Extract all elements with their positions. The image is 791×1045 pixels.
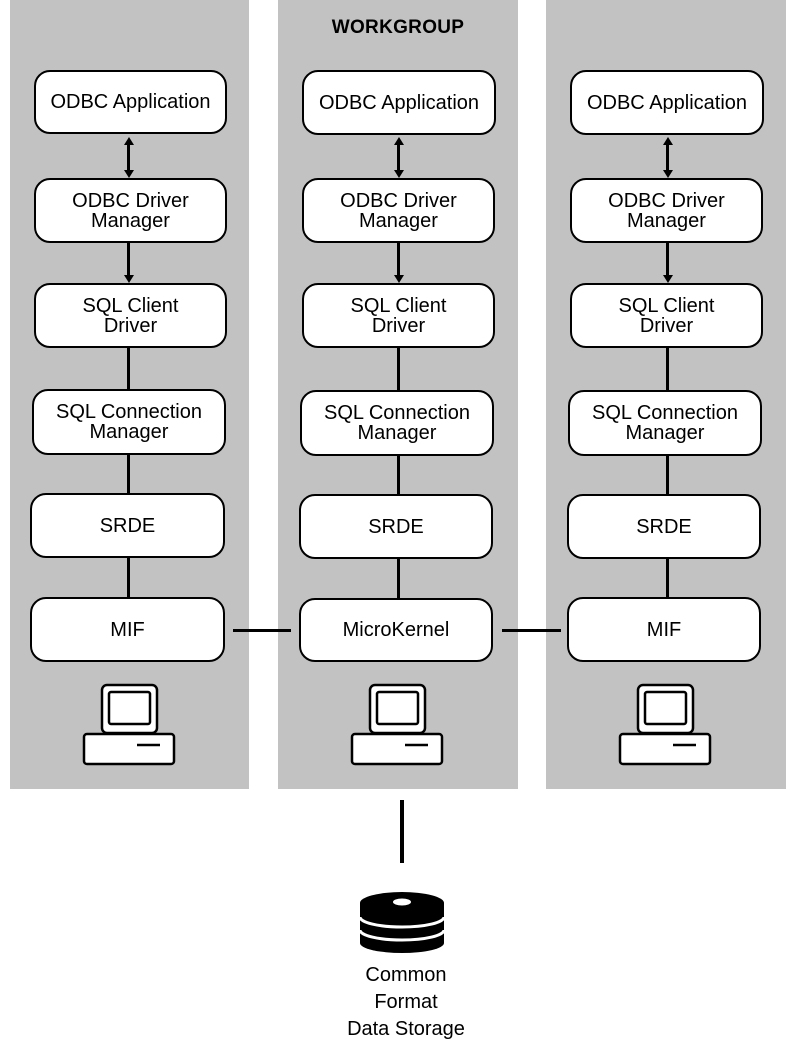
sql-connection-manager-box: SQL Connection Manager	[568, 390, 762, 456]
computer-icon	[350, 683, 444, 766]
sql-connection-manager-label: SQL Connection Manager	[591, 402, 738, 444]
storage-connector-line	[400, 800, 404, 863]
odbc-application-box: ODBC Application	[34, 70, 227, 134]
connector-line	[666, 243, 669, 275]
arrow-up-icon	[394, 137, 404, 145]
odbc-driver-manager-box: ODBC Driver Manager	[570, 178, 763, 243]
connector-line	[127, 348, 130, 389]
arrow-up-icon	[663, 137, 673, 145]
odbc-application-label: ODBC Application	[50, 91, 211, 113]
mif-box: MIF	[567, 597, 761, 662]
connector-line	[397, 456, 400, 494]
workstation-column-right: ODBC Application ODBC Driver Manager SQL…	[546, 0, 786, 789]
arrow-up-icon	[124, 137, 134, 145]
sql-client-driver-box: SQL Client Driver	[302, 283, 495, 348]
sql-client-driver-label: SQL Client Driver	[350, 294, 447, 337]
odbc-driver-manager-label: ODBC Driver Manager	[608, 189, 725, 232]
connection-left-to-microkernel	[233, 629, 291, 632]
connector-line	[666, 559, 669, 597]
connector-line	[397, 140, 400, 173]
connector-line	[127, 558, 130, 597]
connector-line	[397, 348, 400, 390]
arrow-down-icon	[124, 275, 134, 283]
workstation-column-center: WORKGROUP ODBC Application ODBC Driver M…	[278, 0, 518, 789]
srde-label: SRDE	[368, 515, 424, 538]
microkernel-label: MicroKernel	[342, 619, 450, 641]
sql-client-driver-box: SQL Client Driver	[570, 283, 763, 348]
database-disk-icon	[358, 892, 446, 953]
odbc-driver-manager-label: ODBC Driver Manager	[340, 189, 457, 232]
sql-client-driver-label: SQL Client Driver	[618, 294, 715, 337]
mif-label: MIF	[110, 618, 145, 641]
computer-icon	[618, 683, 712, 766]
srde-label: SRDE	[99, 514, 156, 537]
odbc-driver-manager-label: ODBC Driver Manager	[72, 189, 189, 232]
sql-connection-manager-box: SQL Connection Manager	[300, 390, 494, 456]
connector-line	[127, 140, 130, 173]
arrow-down-icon	[663, 275, 673, 283]
mif-label: MIF	[646, 618, 682, 641]
connection-microkernel-to-right	[502, 629, 561, 632]
mif-box: MIF	[30, 597, 225, 662]
connector-line	[397, 559, 400, 598]
arrow-down-icon	[663, 170, 673, 178]
srde-box: SRDE	[567, 494, 761, 559]
odbc-driver-manager-box: ODBC Driver Manager	[34, 178, 227, 243]
connector-line	[666, 140, 669, 173]
odbc-driver-manager-box: ODBC Driver Manager	[302, 178, 495, 243]
odbc-application-label: ODBC Application	[318, 91, 480, 114]
connector-line	[397, 243, 400, 275]
odbc-application-box: ODBC Application	[302, 70, 496, 135]
srde-label: SRDE	[636, 515, 692, 538]
odbc-application-box: ODBC Application	[570, 70, 764, 135]
microkernel-box: MicroKernel	[299, 598, 493, 662]
connector-line	[666, 456, 669, 494]
srde-box: SRDE	[299, 494, 493, 559]
workgroup-title: WORKGROUP	[331, 17, 465, 38]
sql-connection-manager-box: SQL Connection Manager	[32, 389, 226, 455]
srde-box: SRDE	[30, 493, 225, 558]
connector-line	[127, 243, 130, 275]
computer-icon	[82, 683, 176, 766]
sql-connection-manager-label: SQL Connection Manager	[55, 401, 202, 443]
sql-client-driver-box: SQL Client Driver	[34, 283, 227, 348]
sql-connection-manager-label: SQL Connection Manager	[323, 402, 470, 444]
arrow-down-icon	[124, 170, 134, 178]
arrow-down-icon	[394, 275, 404, 283]
connector-line	[666, 348, 669, 390]
odbc-application-label: ODBC Application	[586, 91, 748, 114]
storage-label: Common Format Data Storage	[347, 964, 465, 1040]
workstation-column-left: ODBC Application ODBC Driver Manager SQL…	[10, 0, 249, 789]
connector-line	[127, 455, 130, 493]
arrow-down-icon	[394, 170, 404, 178]
sql-client-driver-label: SQL Client Driver	[82, 294, 179, 337]
